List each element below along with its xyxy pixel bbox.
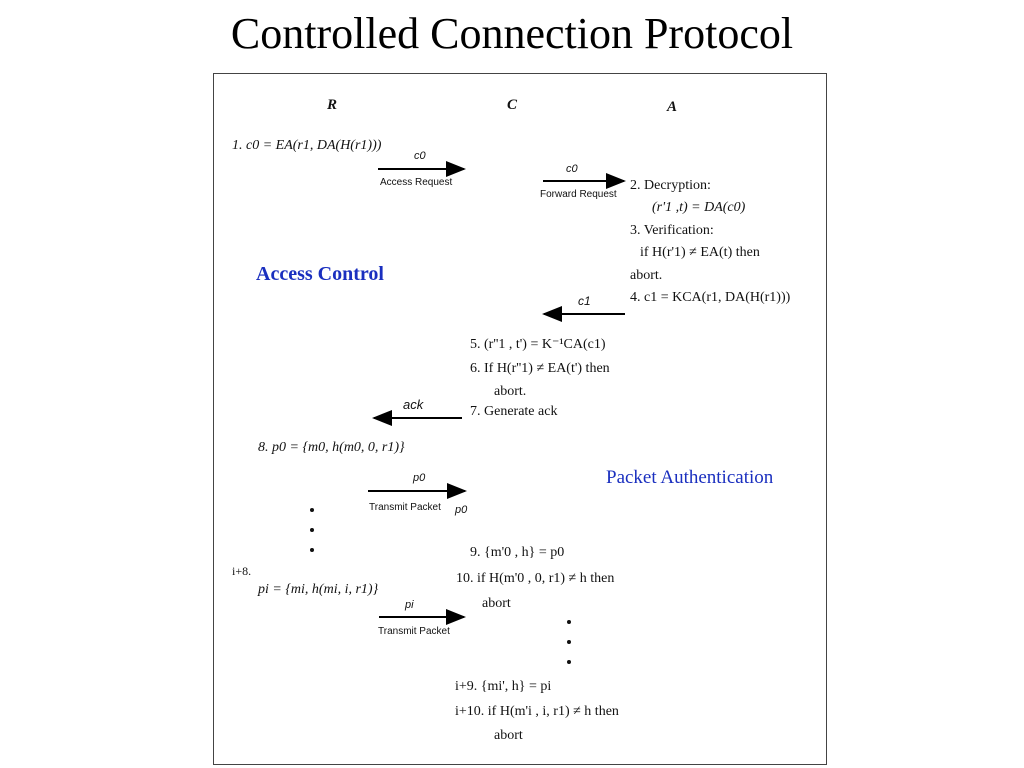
step-3-abort: abort.	[630, 268, 663, 283]
ellipsis-dot	[567, 640, 571, 644]
step-6-abort: abort.	[494, 384, 527, 399]
column-header-r: R	[327, 97, 338, 113]
step-7: 7. Generate ack	[470, 404, 558, 419]
step-4: 4. c1 = KCA(r1, DA(H(r1)))	[630, 290, 791, 305]
arrow-label-forward-request: Forward Request	[540, 189, 617, 200]
ellipsis-dot	[567, 620, 571, 624]
step-2-formula: (r'1 ,t) = DA(c0)	[652, 200, 746, 215]
slide-title: Controlled Connection Protocol	[230, 9, 794, 58]
ellipsis-dot	[567, 660, 571, 664]
step-9: 9. {m'0 , h} = p0	[470, 545, 565, 560]
packet-authentication-label: Packet Authentication	[606, 467, 774, 488]
arrow-label-access-request: Access Request	[380, 177, 453, 188]
arrow-label-c0-a: c0	[414, 150, 426, 162]
step-i10: i+10. if H(m'i , i, r1) ≠ h then	[455, 704, 619, 719]
column-header-c: C	[507, 97, 518, 113]
arrow-label-c1: c1	[578, 294, 591, 308]
step-i8-formula: pi = {mi, h(mi, i, r1)}	[258, 582, 379, 597]
arrow-label-c0-b: c0	[566, 163, 578, 175]
step-i10-abort: abort	[494, 728, 523, 743]
step-i9: i+9. {mi', h} = pi	[455, 679, 552, 694]
arrow-label-transmit-packet-1: Transmit Packet	[369, 502, 441, 513]
step-1: 1. c0 = EA(r1, DA(H(r1)))	[232, 138, 382, 153]
step-2: 2. Decryption:	[630, 178, 711, 193]
arrow-label-p0-side: p0	[455, 504, 468, 516]
arrow-label-p0-top: p0	[413, 472, 426, 484]
step-3-condition: if H(r'1) ≠ EA(t) then	[640, 245, 760, 260]
step-5: 5. (r''1 , t') = K⁻¹CA(c1)	[470, 337, 606, 352]
step-6: 6. If H(r''1) ≠ EA(t') then	[470, 361, 610, 376]
step-i8: i+8.	[232, 564, 252, 578]
arrow-label-transmit-packet-2: Transmit Packet	[378, 626, 450, 637]
step-10: 10. if H(m'0 , 0, r1) ≠ h then	[456, 571, 615, 586]
arrow-label-pi: pi	[405, 599, 414, 611]
step-8: 8. p0 = {m0, h(m0, 0, r1)}	[258, 440, 405, 455]
arrow-label-ack: ack	[403, 397, 424, 412]
column-header-a: A	[667, 99, 678, 115]
access-control-label: Access Control	[256, 263, 384, 285]
ellipsis-dot	[310, 528, 314, 532]
step-3: 3. Verification:	[630, 223, 714, 238]
step-10-abort: abort	[482, 596, 511, 611]
ellipsis-dot	[310, 548, 314, 552]
protocol-diagram-frame	[213, 73, 827, 765]
ellipsis-dot	[310, 508, 314, 512]
